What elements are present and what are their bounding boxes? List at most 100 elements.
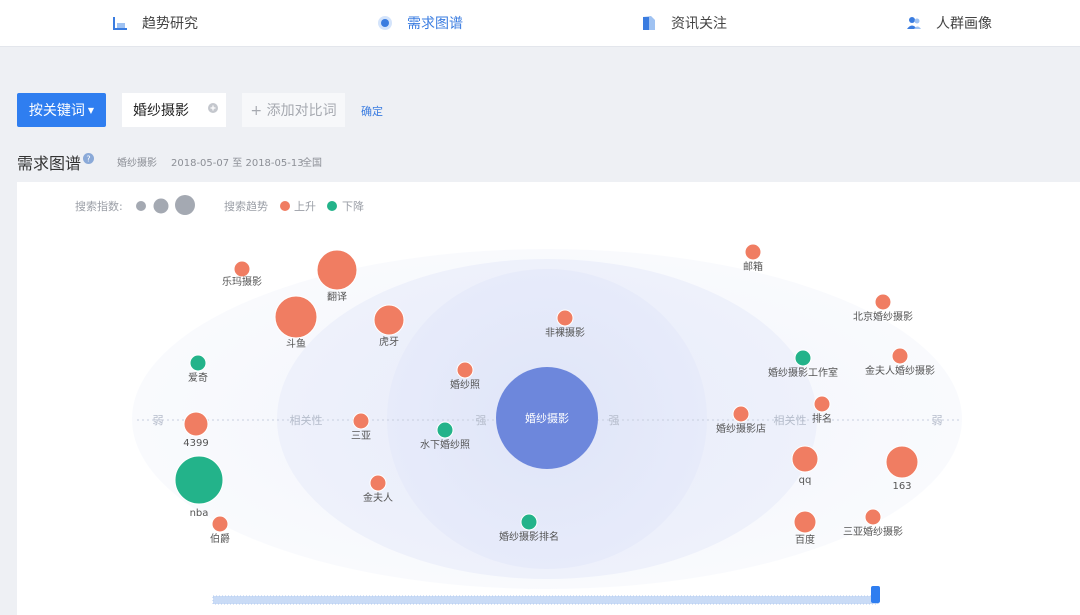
keyword-node[interactable]: 婚纱摄影店 xyxy=(716,405,766,435)
time-slider-handle[interactable] xyxy=(871,586,880,603)
keyword-bubble xyxy=(556,309,574,327)
page-title: 需求图谱 xyxy=(17,154,82,173)
keyword-node[interactable]: 金夫人 xyxy=(363,474,393,504)
keyword-label: 婚纱摄影排名 xyxy=(499,530,559,543)
keyword-node[interactable]: 百度 xyxy=(793,510,817,546)
svg-text:?: ? xyxy=(86,155,90,164)
keyword-label: 三亚 xyxy=(351,431,371,442)
keyword-label: 翻译 xyxy=(327,291,347,303)
keyword-node[interactable]: 三亚 xyxy=(351,412,371,442)
keyword-label: 婚纱照 xyxy=(450,378,480,391)
demand-graph: 弱 相关性 强 强 相关性 弱 搜索指数: 搜索趋势 上升 下降 婚纱摄影 乐玛… xyxy=(75,195,962,605)
keyword-bubble xyxy=(436,421,454,439)
keyword-bubble xyxy=(174,455,224,505)
meta-date-range: 2018-05-07 至 2018-05-13 xyxy=(171,158,304,169)
caret-down-icon: ▼ xyxy=(87,105,95,115)
keyword-bubble xyxy=(211,515,229,533)
keyword-node[interactable]: 婚纱摄影排名 xyxy=(499,513,559,543)
keyword-label: 金夫人 xyxy=(363,491,393,504)
keyword-node[interactable]: 非裸摄影 xyxy=(545,309,585,339)
keyword-node[interactable]: 翻译 xyxy=(316,249,358,303)
top-nav: 趋势研究 需求图谱 资讯关注 人群画像 xyxy=(0,0,1080,47)
keyword-label: 婚纱摄影店 xyxy=(716,422,766,435)
keyword-node[interactable]: 婚纱照 xyxy=(450,361,480,391)
keyword-label: 三亚婚纱摄影 xyxy=(843,525,903,538)
center-keyword-node[interactable]: 婚纱摄影 xyxy=(496,367,598,469)
keyword-bubble xyxy=(732,405,750,423)
keyword-label: 4399 xyxy=(183,438,208,449)
keyword-node[interactable]: 伯爵 xyxy=(210,515,230,545)
keyword-bubble xyxy=(813,395,831,413)
nav-trend-research[interactable]: 趋势研究 xyxy=(112,0,198,46)
keyword-node[interactable]: 三亚婚纱摄影 xyxy=(843,508,903,538)
axis-strong-left: 强 xyxy=(476,414,487,427)
nav-label: 趋势研究 xyxy=(142,16,198,32)
keyword-node[interactable]: 虎牙 xyxy=(373,304,405,348)
keyword-node[interactable]: 163 xyxy=(885,445,919,492)
keyword-bubble xyxy=(874,293,892,311)
nav-label: 资讯关注 xyxy=(671,16,727,32)
keyword-node[interactable]: 4399 xyxy=(183,411,209,449)
axis-strong-right: 强 xyxy=(609,414,620,427)
close-icon[interactable] xyxy=(208,103,218,113)
keyword-bubble xyxy=(456,361,474,379)
time-slider-track[interactable] xyxy=(213,596,878,604)
keyword-label: 排名 xyxy=(812,412,832,425)
keyword-bubble xyxy=(791,445,819,473)
legend-size-large xyxy=(175,195,195,215)
keyword-node[interactable]: 金夫人婚纱摄影 xyxy=(865,347,935,377)
keyword-bubble xyxy=(864,508,882,526)
keyword-label: 金夫人婚纱摄影 xyxy=(865,364,935,377)
confirm-button[interactable]: 确定 xyxy=(361,105,383,118)
keyword-bubble xyxy=(520,513,538,531)
users-icon xyxy=(907,17,921,29)
keyword-tag[interactable]: 婚纱摄影 xyxy=(122,93,226,127)
legend-up-label: 上升 xyxy=(294,200,316,213)
keyword-node[interactable]: nba xyxy=(174,455,224,519)
chart-icon xyxy=(113,17,127,30)
keyword-node[interactable]: 乐玛摄影 xyxy=(222,260,262,288)
nav-news-watch[interactable]: 资讯关注 xyxy=(641,0,727,46)
search-type-dropdown[interactable]: 按关键词 ▼ xyxy=(17,93,106,127)
keyword-bubble xyxy=(183,411,209,437)
keyword-label: nba xyxy=(190,508,209,519)
nav-audience-profile[interactable]: 人群画像 xyxy=(906,0,992,46)
nav-label: 需求图谱 xyxy=(407,16,463,32)
keyword-label: qq xyxy=(799,475,812,486)
add-compare-button[interactable]: + 添加对比词 xyxy=(242,93,345,127)
axis-weak-left: 弱 xyxy=(153,414,164,427)
keyword-node[interactable]: 水下婚纱照 xyxy=(420,421,470,451)
keyword-label: 水下婚纱照 xyxy=(420,438,470,451)
demand-graph-panel: 弱 相关性 强 强 相关性 弱 搜索指数: 搜索趋势 上升 下降 婚纱摄影 乐玛… xyxy=(17,182,1080,615)
keyword-node[interactable]: qq xyxy=(791,445,819,486)
legend-size-medium xyxy=(153,198,169,214)
keyword-node[interactable]: 斗鱼 xyxy=(274,295,318,350)
keyword-bubble xyxy=(885,445,919,479)
keyword-bubble xyxy=(352,412,370,430)
search-type-label: 按关键词 xyxy=(28,103,85,119)
keyword-bubble xyxy=(373,304,405,336)
keyword-label: 斗鱼 xyxy=(286,337,306,350)
help-icon[interactable]: ? xyxy=(83,153,94,164)
keyword-node[interactable]: 排名 xyxy=(812,395,832,425)
keyword-bubble xyxy=(891,347,909,365)
keyword-label: 非裸摄影 xyxy=(545,326,585,339)
keyword-bubble xyxy=(189,354,207,372)
keyword-node[interactable]: 邮箱 xyxy=(743,243,763,273)
keyword-label: 邮箱 xyxy=(743,260,763,273)
keyword-label: 乐玛摄影 xyxy=(222,275,262,288)
axis-relevance-left: 相关性 xyxy=(290,413,323,427)
keyword-node[interactable]: 爱奇 xyxy=(188,354,208,384)
keyword-node[interactable]: 婚纱摄影工作室 xyxy=(768,349,838,379)
legend-up-dot xyxy=(280,201,290,211)
legend-trend-label: 搜索趋势 xyxy=(224,199,268,213)
keyword-bubble xyxy=(274,295,318,339)
add-compare-label: + 添加对比词 xyxy=(250,103,337,119)
graph-icon xyxy=(378,16,392,30)
keyword-label: 虎牙 xyxy=(379,336,399,348)
nav-demand-graph[interactable]: 需求图谱 xyxy=(377,0,463,46)
nav-label: 人群画像 xyxy=(936,16,992,32)
keyword-node[interactable]: 北京婚纱摄影 xyxy=(853,293,913,323)
keyword-label: 婚纱摄影工作室 xyxy=(768,366,838,379)
